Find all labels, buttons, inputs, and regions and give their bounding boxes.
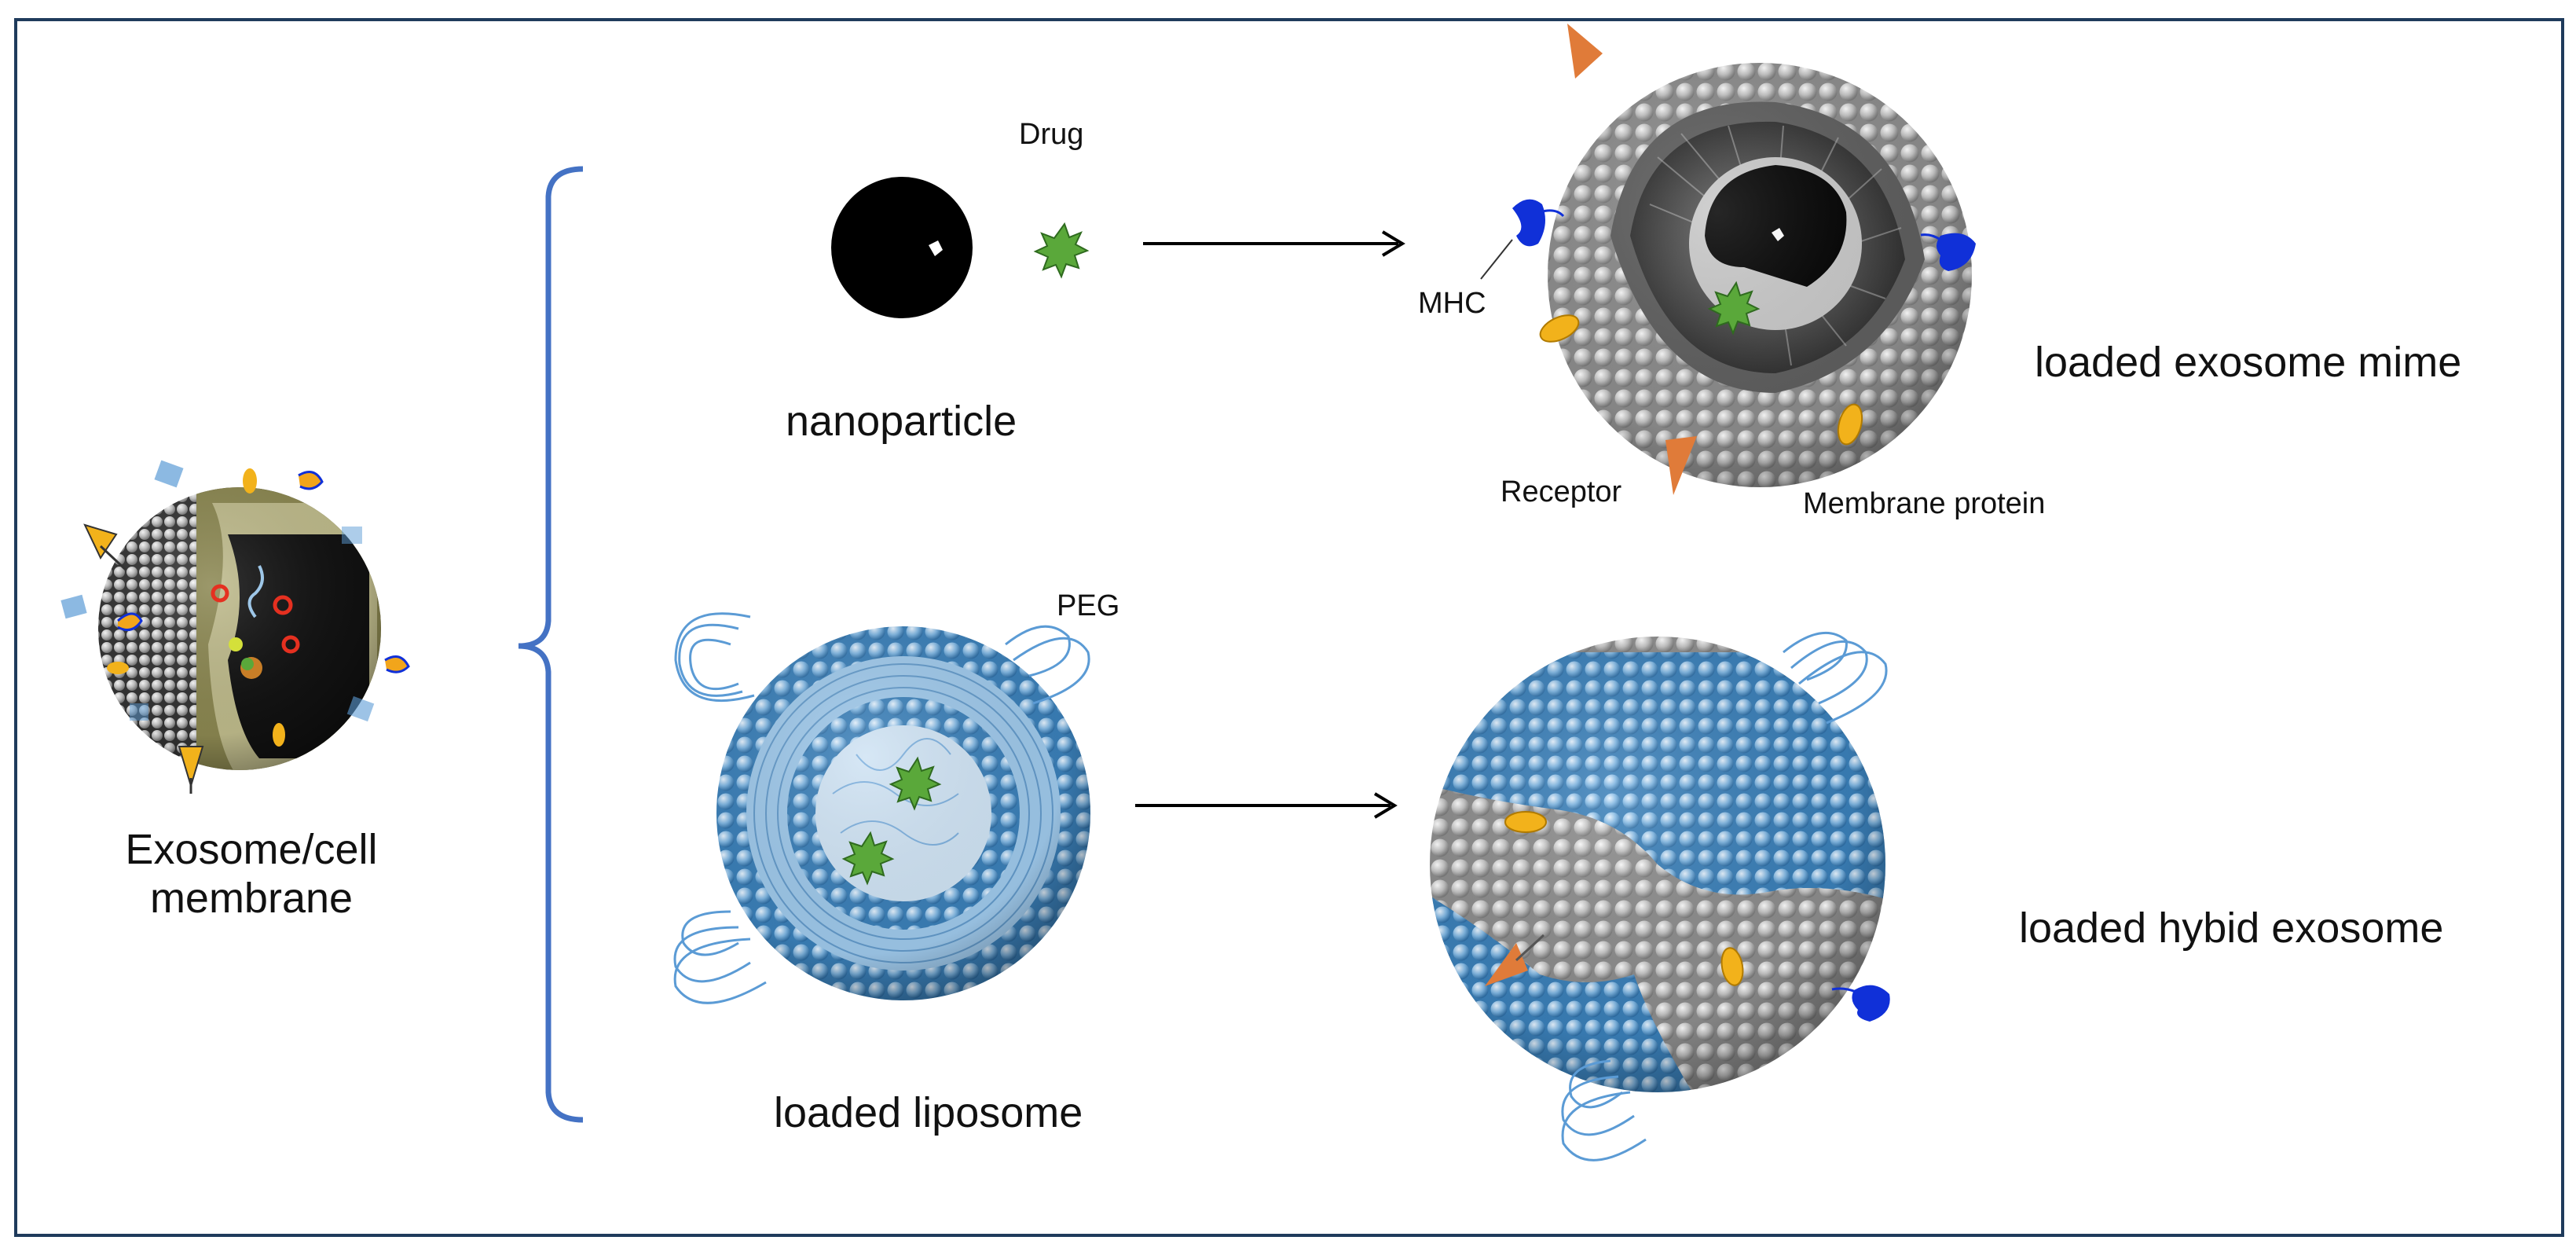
mhc-label: MHC <box>1418 287 1486 320</box>
exosome-label-line1: Exosome/cell <box>125 826 378 873</box>
hybrid-exosome-icon <box>1430 637 1885 1092</box>
peg-label: PEG <box>1057 589 1120 622</box>
exosome-label: Exosome/cell membrane <box>102 825 401 923</box>
loaded-exosome-mime-label: loaded exosome mime <box>2035 339 2462 386</box>
exosome-label-line2: membrane <box>149 875 354 923</box>
membrane-protein-icon <box>1720 947 1744 986</box>
mhc-icon <box>1831 985 1890 1022</box>
peg-icon <box>1561 631 1888 1161</box>
mhc-icon <box>1512 199 1565 247</box>
membrane-protein-icon <box>1539 314 1580 343</box>
membrane-protein-icon <box>1837 403 1863 446</box>
arrow-top <box>1143 230 1405 257</box>
nanoparticle-icon <box>831 177 973 318</box>
nanoparticle-label: nanoparticle <box>786 398 1017 445</box>
liposome-icon <box>716 626 1090 1000</box>
receptor-icon <box>1485 934 1545 986</box>
receptor-label: Receptor <box>1501 475 1622 508</box>
loaded-liposome-label: loaded liposome <box>774 1089 1083 1136</box>
diagram-frame <box>14 18 2564 1237</box>
drug-icon <box>1033 222 1090 279</box>
arrow-bottom <box>1135 792 1398 819</box>
drug-label: Drug <box>1019 118 1084 151</box>
mhc-pointer-line <box>1480 239 1513 280</box>
mhc-icon <box>1920 233 1976 271</box>
receptor-icon <box>1665 436 1697 495</box>
membrane-protein-icon <box>1504 811 1547 833</box>
peg-icon <box>673 612 1090 1004</box>
membrane-protein-label: Membrane protein <box>1803 487 2046 520</box>
grouping-bracket <box>518 166 584 1123</box>
exosome-mime-icon <box>1548 63 1972 487</box>
exosome-icon <box>60 460 410 794</box>
loaded-hybid-exosome-label: loaded hybid exosome <box>2019 905 2444 952</box>
receptor-icon <box>1567 24 1603 79</box>
